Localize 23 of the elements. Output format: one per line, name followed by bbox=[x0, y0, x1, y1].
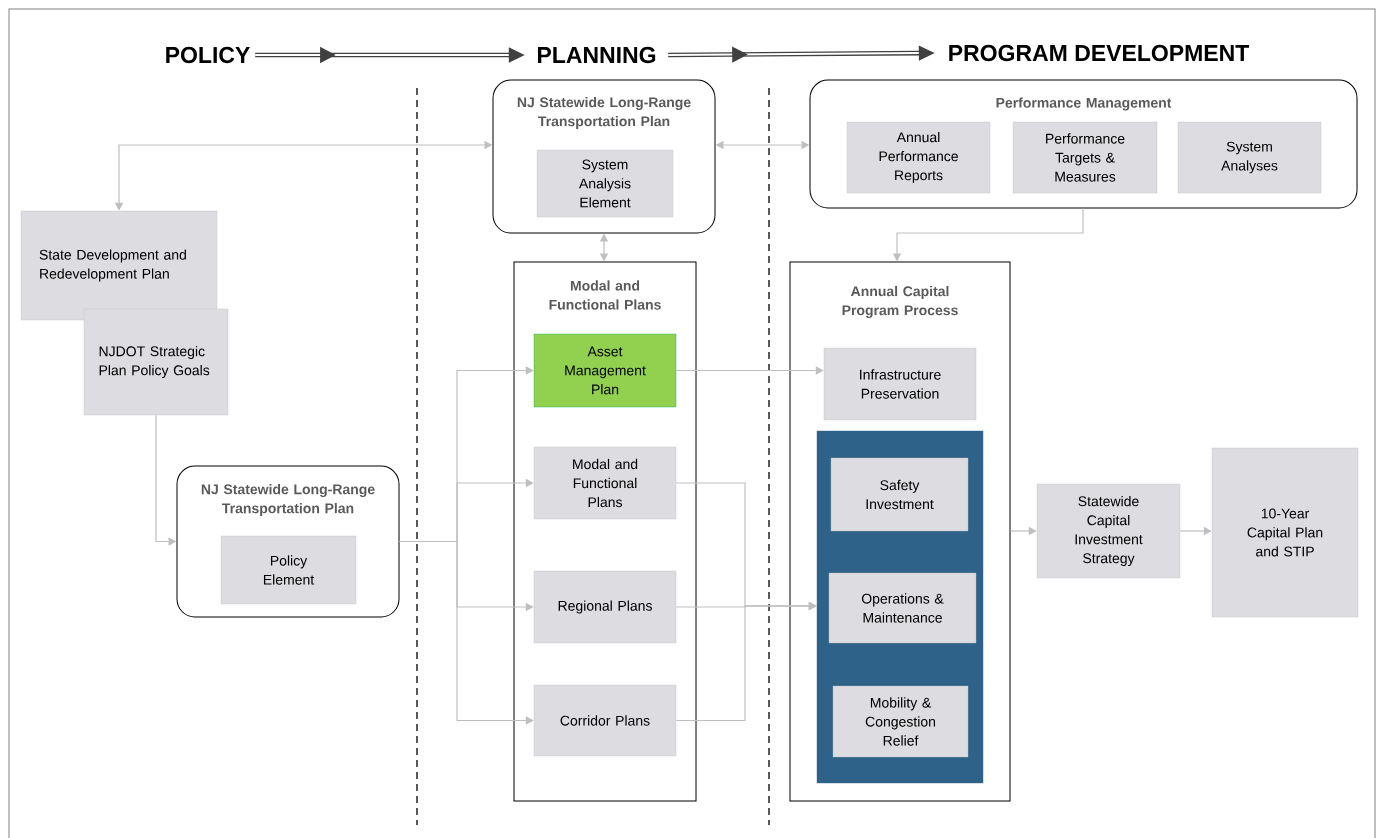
process-box: State Development and Redevelopment Plan bbox=[20, 210, 218, 321]
process-box: Infrastructure Preservation bbox=[823, 347, 977, 421]
process-box: Statewide Capital Investment Strategy bbox=[1036, 483, 1181, 579]
process-box: 10-Year Capital Plan and STIP bbox=[1211, 447, 1359, 618]
process-box: Performance Targets & Measures bbox=[1012, 121, 1158, 194]
process-box: Corridor Plans bbox=[533, 684, 677, 757]
highlighted-box: Asset Management Plan bbox=[533, 333, 677, 408]
arrow bbox=[675, 601, 817, 722]
stage-heading: POLICY bbox=[166, 46, 250, 64]
stage-heading: PLANNING bbox=[538, 46, 656, 64]
process-box: Modal and Functional Plans bbox=[533, 446, 677, 520]
arrow bbox=[398, 540, 534, 725]
process-box: Policy Element bbox=[220, 535, 357, 605]
process-box: Safety Investment bbox=[830, 457, 969, 532]
process-box: Annual Performance Reports bbox=[846, 121, 991, 194]
process-box: Operations & Maintenance bbox=[828, 572, 977, 644]
process-box: Regional Plans bbox=[533, 570, 677, 644]
arrow bbox=[675, 366, 824, 375]
process-box: System Analyses bbox=[1177, 121, 1322, 194]
process-box: System Analysis Element bbox=[536, 149, 674, 218]
process-box: Mobility & Congestion Relief bbox=[832, 685, 969, 758]
stage-heading: PROGRAM DEVELOPMENT bbox=[949, 44, 1250, 62]
process-box: NJDOT Strategic Plan Policy Goals bbox=[83, 308, 229, 416]
